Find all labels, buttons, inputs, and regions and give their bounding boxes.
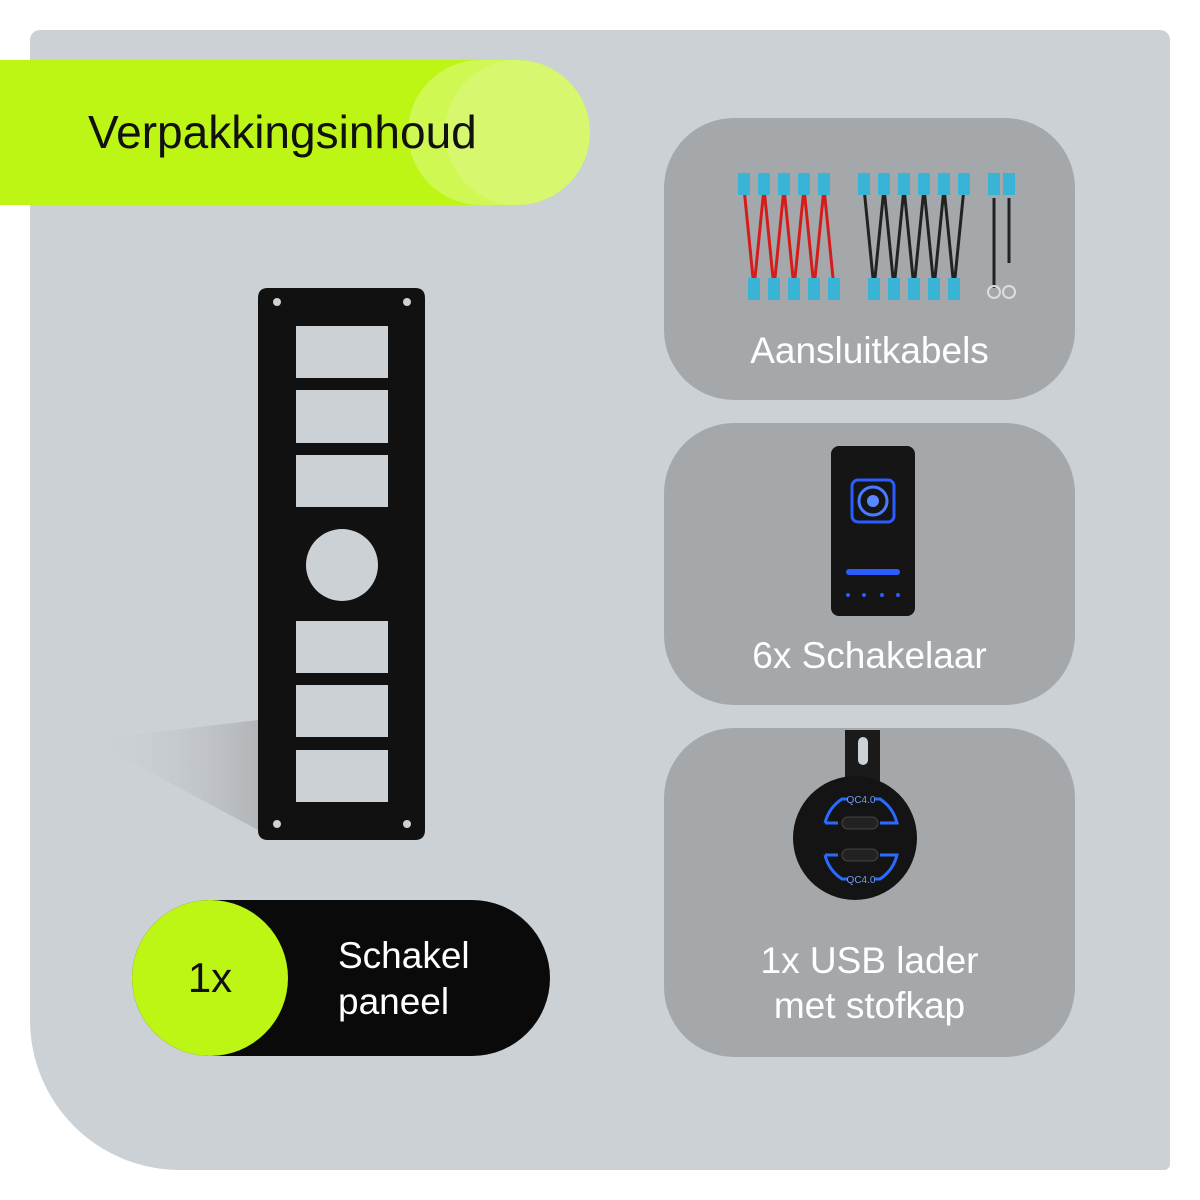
rocker-switch-icon xyxy=(831,446,915,616)
label-line: Schakel xyxy=(338,935,470,976)
cable-set-icon xyxy=(738,173,1016,300)
title-banner: Verpakkingsinhoud xyxy=(0,60,590,205)
label-line: met stofkap xyxy=(773,985,966,1026)
card-cables: Aansluitkabels xyxy=(664,118,1075,400)
banner-decoration xyxy=(445,60,590,205)
usb-charger-icon: QC4.0 QC4.0 xyxy=(793,730,917,900)
quantity-badge: 1x xyxy=(132,900,288,1056)
card-label: 1x USB lader met stofkap xyxy=(664,938,1075,1028)
banner-decoration xyxy=(408,60,590,205)
card-switch: 6x Schakelaar xyxy=(664,423,1075,705)
main-item-label: Schakel paneel xyxy=(338,933,470,1025)
card-label: 6x Schakelaar xyxy=(752,635,987,676)
switch-panel-image xyxy=(90,288,425,840)
main-item-badge: 1x Schakel paneel xyxy=(132,900,550,1056)
port-label: QC4.0 xyxy=(847,875,876,886)
port-label: QC4.0 xyxy=(847,795,876,806)
page-title: Verpakkingsinhoud xyxy=(88,106,477,158)
label-line: 1x USB lader xyxy=(760,940,979,981)
label-line: paneel xyxy=(338,981,450,1022)
card-label: Aansluitkabels xyxy=(750,330,989,371)
